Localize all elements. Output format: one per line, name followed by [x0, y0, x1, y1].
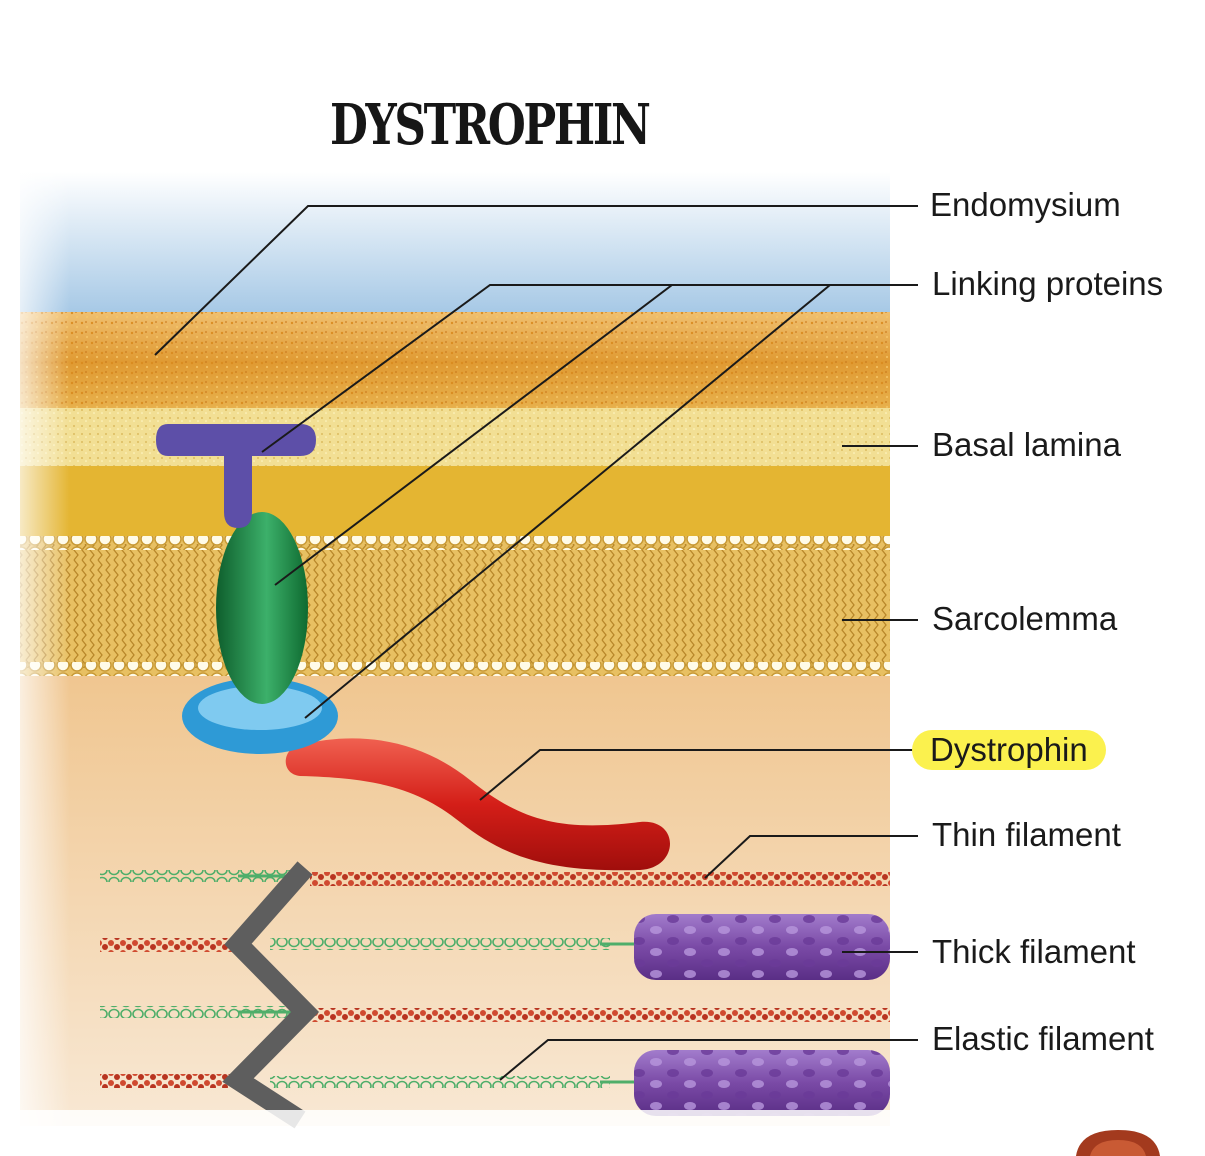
thin-filament: [310, 1008, 890, 1022]
label-elastic-filament: Elastic filament: [932, 1020, 1154, 1057]
leader-endomysium: [154, 205, 918, 356]
leader-dystrophin: [479, 749, 918, 801]
label-endomysium: Endomysium: [930, 186, 1121, 223]
label-linking-proteins: Linking proteins: [932, 265, 1164, 302]
endomysium-layer: [20, 172, 890, 412]
dystrophin-protein: [285, 738, 670, 871]
label-thick-filament: Thick filament: [932, 933, 1136, 970]
thin-filament: [100, 938, 240, 952]
elastic-filament: [100, 1006, 290, 1018]
leader-linking-proteins-3: [304, 284, 918, 719]
label-basal-lamina: Basal lamina: [932, 426, 1121, 463]
elastic-filament: [100, 870, 290, 882]
linking-protein-green: [216, 512, 308, 704]
leader-elastic-filament: [499, 1039, 918, 1081]
leader-lines: [154, 205, 918, 1081]
elastic-filament: [270, 938, 610, 950]
thin-filament: [310, 872, 890, 886]
linking-protein-purple: [156, 424, 316, 528]
thin-filament: [100, 1074, 240, 1088]
elastic-filament: [270, 1076, 610, 1088]
sarcolemma-layer: [20, 536, 890, 676]
myofilaments: [100, 861, 890, 1129]
leader-thin-filament: [704, 835, 918, 879]
linking-proteins: [156, 424, 338, 754]
thick-filament: [634, 914, 890, 980]
label-dystrophin: Dystrophin: [912, 730, 1106, 770]
thick-filament: [634, 1050, 890, 1116]
label-thin-filament: Thin filament: [932, 816, 1121, 853]
z-disc: [222, 861, 320, 1129]
label-sarcolemma: Sarcolemma: [932, 600, 1118, 637]
basal-lamina-layer: [20, 408, 890, 536]
